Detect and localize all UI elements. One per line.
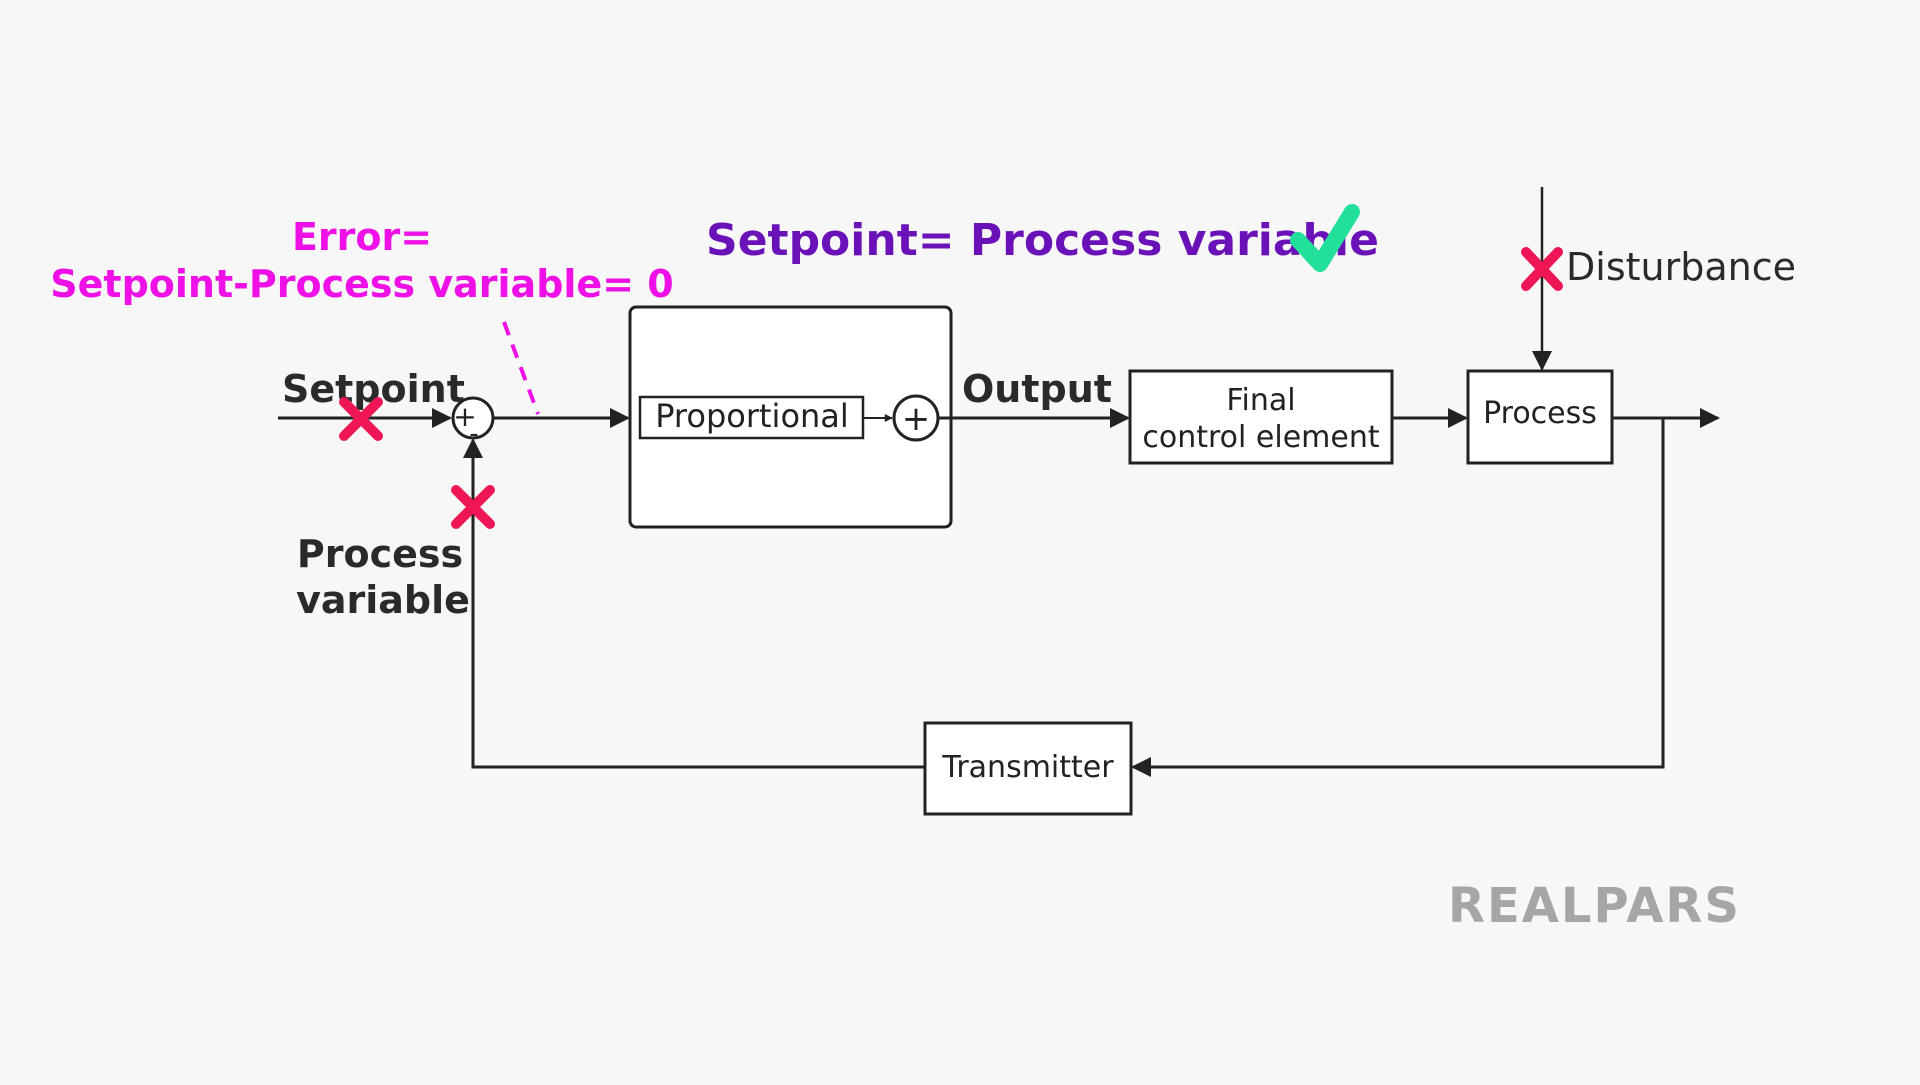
- feedback-path-right: [1131, 418, 1665, 777]
- final-control-label-line2: control element: [1142, 420, 1379, 455]
- error-pointer-line: [502, 321, 540, 415]
- check-mark-icon: [1290, 204, 1360, 272]
- transmitter-label: Transmitter: [941, 750, 1114, 785]
- x-mark-icon: [451, 485, 495, 529]
- process-variable-label-line2: variable: [296, 578, 470, 622]
- summing-plus-sign: +: [453, 400, 476, 433]
- x-mark-icon: [1521, 247, 1563, 291]
- process-label: Process: [1483, 396, 1597, 431]
- final-control-element-block: [1128, 369, 1394, 465]
- realpars-logo: REALPARS: [1448, 878, 1741, 934]
- proportional-label: Proportional: [655, 397, 849, 435]
- process-block: [1466, 369, 1614, 465]
- output-label: Output: [962, 367, 1112, 411]
- process-variable-label-line1: Process: [297, 532, 463, 576]
- error-label-line2: Setpoint-Process variable= 0: [50, 262, 673, 306]
- feedback-path-left: [463, 438, 925, 769]
- output-summing-plus: +: [902, 399, 931, 439]
- equality-label: Setpoint= Process variable: [706, 215, 1379, 266]
- proportional-block: [638, 395, 865, 440]
- summing-minus-sign: -: [469, 419, 478, 449]
- x-mark-icon: [339, 397, 383, 441]
- transmitter-block: [923, 721, 1133, 816]
- final-control-label-line1: Final: [1226, 383, 1295, 418]
- error-label-line1: Error=: [292, 215, 432, 259]
- disturbance-label: Disturbance: [1566, 245, 1796, 289]
